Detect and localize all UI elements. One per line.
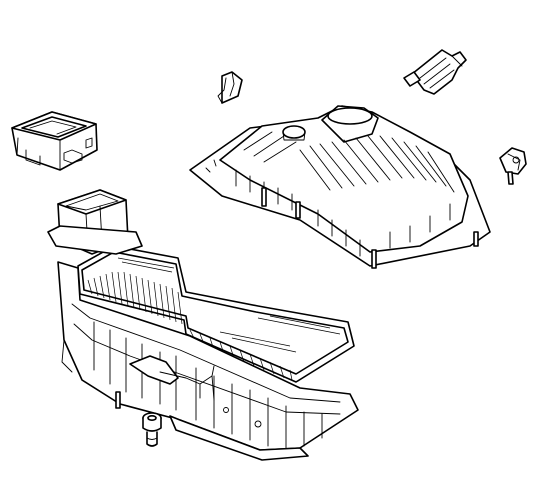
intake-duct-icon — [11, 111, 98, 171]
clip-icon — [217, 71, 243, 104]
air-filter-icon — [77, 245, 355, 383]
air-box-cover-icon — [189, 105, 491, 269]
push-clip-icon — [499, 147, 527, 185]
grommet-icon — [142, 412, 162, 447]
clamp-icon — [403, 49, 467, 95]
lower-housing-icon — [47, 189, 359, 461]
